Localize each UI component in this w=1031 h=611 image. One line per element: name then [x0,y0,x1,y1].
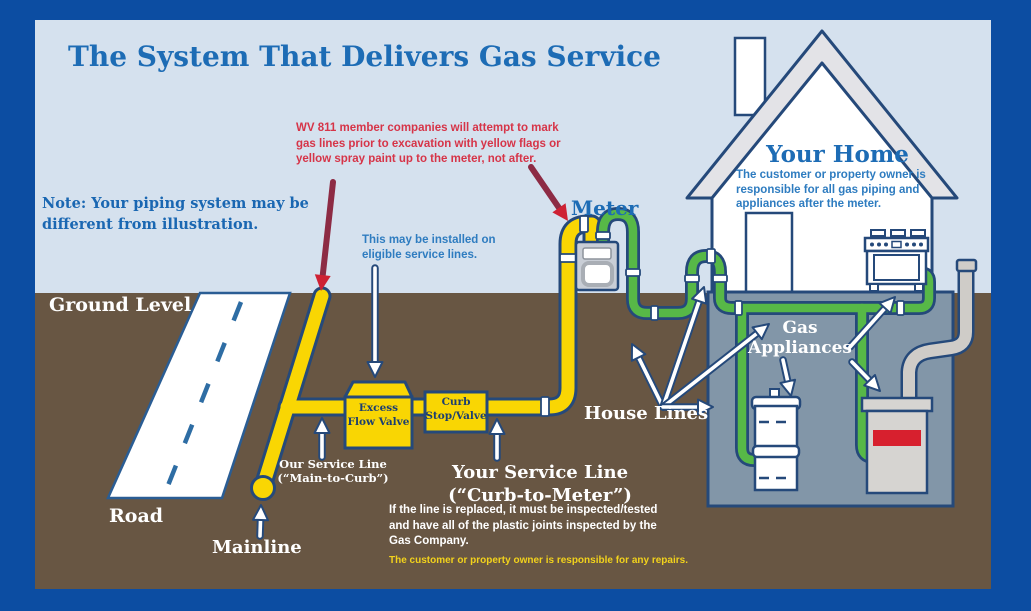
scene-graphics [35,29,991,589]
water-heater [750,388,802,492]
curb-stop-valve-label: Curb Stop/Valve [425,396,487,422]
green-pipes [596,207,936,467]
piping-note: Note: Your piping system may be differen… [42,195,309,233]
house-lines-label: House Lines [584,403,709,424]
wv811-arrow-meter [528,164,568,221]
efv-note-arrow [366,264,384,378]
diagram-canvas [35,20,991,589]
water-heater-branch-pipe [737,303,759,465]
gas-appliances-label: Gas Appliances [748,318,852,358]
stove [863,229,930,292]
house-lines-arrow-3 [659,323,770,411]
mainline-end-cap [250,475,276,501]
meter-dial [581,261,614,287]
furnace [860,396,934,495]
wv811-note: WV 811 member companies will attempt to … [296,122,561,165]
meter-label: Meter [571,196,639,220]
mainline-label: Mainline [212,537,302,558]
road-shape [106,291,292,500]
your-service-line-label: Your Service Line (“Curb-to-Meter”) [448,462,632,506]
your-service-line-arrow [488,418,506,462]
replaced-note: If the line is replaced, it must be insp… [389,504,658,547]
efv-note: This may be installed on eligible servic… [362,234,496,261]
repairs-note: The customer or property owner is respon… [389,555,688,566]
your-home-title: Your Home [766,141,909,168]
mainline-pipe [256,289,329,493]
your-home-body: The customer or property owner is respon… [736,169,926,210]
curb-stop-valve-box [423,390,489,434]
mainline-arrow [252,504,270,540]
gas-meter [574,240,620,292]
house-line-pipe [598,209,934,318]
house-lines-arrow-4 [659,398,714,416]
meter-display [582,247,612,260]
page-title: The System That Delivers Gas Service [68,40,661,73]
pipe-couplings [540,215,905,417]
ground-level-label: Ground Level [49,294,192,316]
gas-appliances-arrow-furnace [848,358,881,392]
road-label: Road [109,505,164,527]
house-lines-arrow-1 [630,343,667,411]
flue-pipe [900,258,978,402]
chimney [733,36,767,117]
excess-flow-valve-box [343,380,414,450]
wv811-arrow-mainline [314,179,336,291]
gas-appliances-arrow-stove [846,296,896,351]
house-lines-arrow-2 [659,286,708,411]
our-service-line-arrow [313,417,331,461]
gas-appliances-arrow-heater [779,356,797,397]
our-service-line-label: Our Service Line (“Main-to-Curb”) [277,457,389,485]
furnace-red-panel [873,430,921,446]
door [744,211,794,294]
excess-flow-valve-label: Excess Flow Valve [347,402,410,428]
